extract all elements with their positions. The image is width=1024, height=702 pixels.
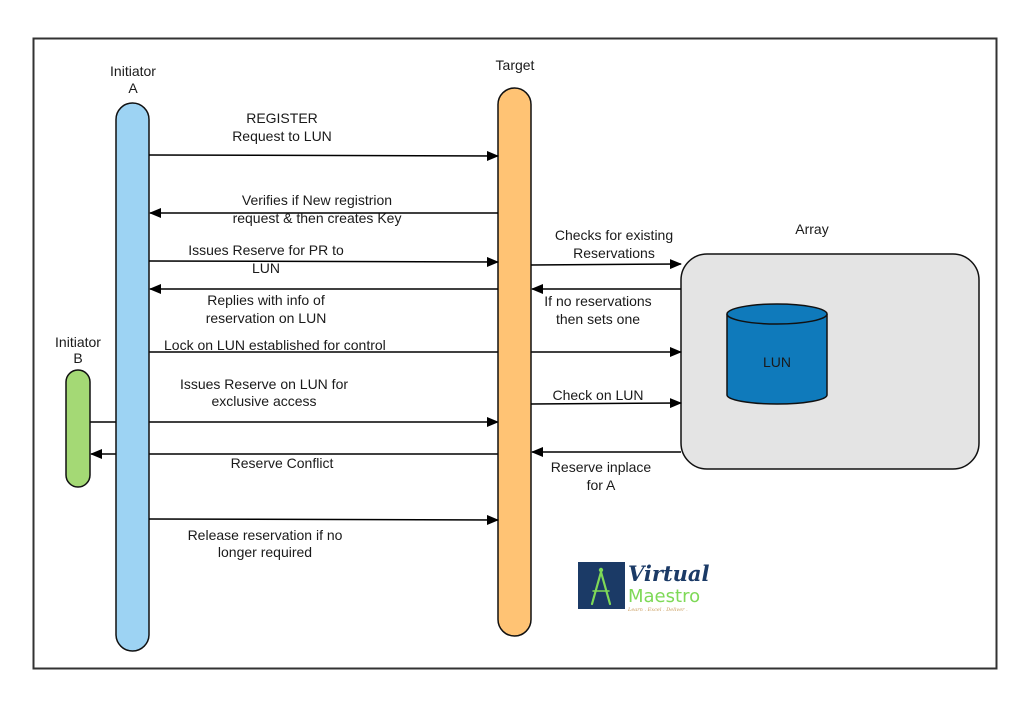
array-box <box>680 253 980 470</box>
msg-label: reservation on LUN <box>206 310 327 326</box>
msg-label: Checks for existing <box>555 227 673 243</box>
msg-label: for A <box>587 477 616 493</box>
msg-label: Reserve Conflict <box>231 455 334 471</box>
target-lifeline <box>497 87 532 637</box>
lun-cylinder: LUN <box>726 303 828 405</box>
initiator-a-lifeline <box>115 102 150 652</box>
logo-word2: Maestro <box>628 586 700 607</box>
initiator-b-label-line2: B <box>73 350 82 366</box>
arrow-register-request <box>148 150 499 161</box>
logo-tagline: Learn . Excel . Deliver . <box>627 607 688 613</box>
msg-label: REGISTER <box>246 110 318 126</box>
msg-label: exclusive access <box>211 393 316 409</box>
msg-label: request & then creates Key <box>233 210 402 226</box>
arrow-issues-reserve-pr <box>148 256 499 267</box>
msg-label: Verifies if New registrion <box>242 192 392 208</box>
compass-icon <box>590 567 612 606</box>
logo-word1: Virtual <box>628 561 710 586</box>
msg-label: Lock on LUN established for control <box>164 337 386 353</box>
initiator-b-label-line1: Initiator <box>55 334 101 350</box>
virtual-maestro-logo: Virtual Maestro Learn . Excel . Deliver … <box>578 561 710 613</box>
lun-label: LUN <box>763 354 791 370</box>
msg-label: If no reservations <box>544 293 651 309</box>
arrow-release-reservation <box>148 514 499 525</box>
msg-label: Issues Reserve on LUN for <box>180 376 348 392</box>
msg-label: Request to LUN <box>232 128 332 144</box>
msg-label: longer required <box>218 544 312 560</box>
arrow-check-on-lun <box>530 398 682 409</box>
initiator-a-label-line1: Initiator <box>110 63 156 79</box>
diagram-frame <box>32 37 998 670</box>
initiator-a-label-line2: A <box>128 80 138 96</box>
target-label: Target <box>496 57 535 73</box>
array-label: Array <box>795 221 828 237</box>
msg-label: Issues Reserve for PR to <box>188 242 344 258</box>
msg-label: Check on LUN <box>552 387 643 403</box>
msg-label: LUN <box>252 260 280 276</box>
msg-label: Reservations <box>573 245 655 261</box>
arrow-checks-existing <box>530 259 682 270</box>
msg-label: Replies with info of <box>207 292 325 308</box>
msg-label: Reserve inplace <box>551 459 652 475</box>
initiator-b-lifeline <box>65 369 91 488</box>
msg-label: Release reservation if no <box>188 527 343 543</box>
msg-label: then sets one <box>556 311 640 327</box>
